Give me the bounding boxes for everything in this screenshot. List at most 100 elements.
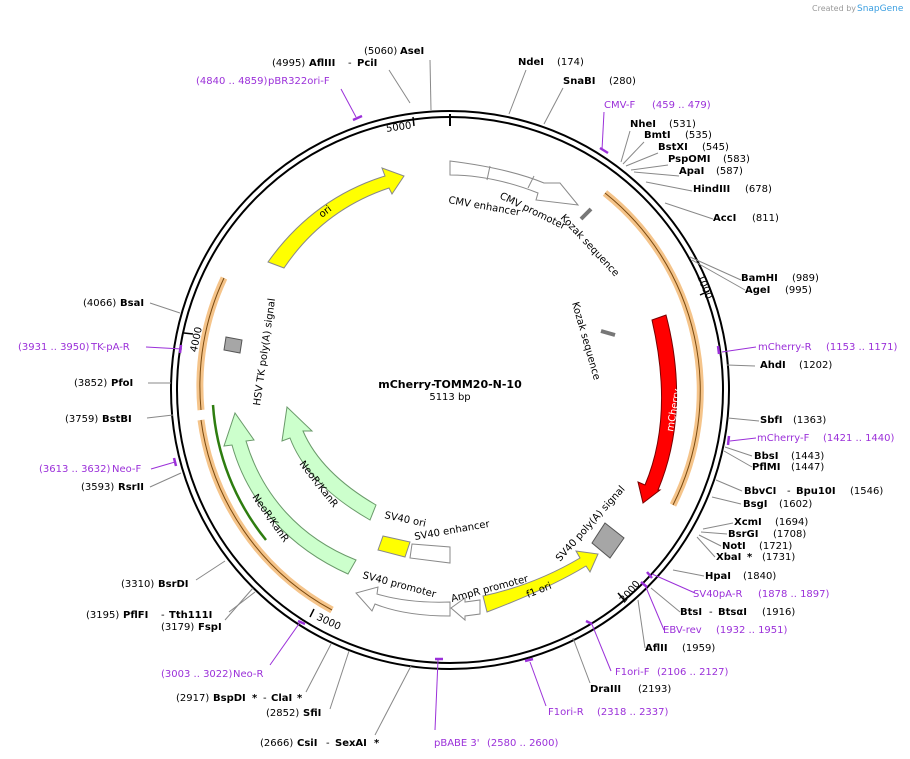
site-pos-bstxi: (545): [702, 142, 729, 153]
site-pos-agei: (995): [785, 285, 812, 296]
site-pos-bsgi: (1602): [779, 499, 812, 510]
site-star-bspdi: *: [252, 693, 258, 704]
site-name-draiii[interactable]: DraIII: [590, 684, 621, 695]
primer-range-ebv-rev: (1932 .. 1951): [716, 625, 788, 636]
site-name-nhei[interactable]: NheI: [630, 119, 656, 130]
site-name-bstbi[interactable]: BstBI: [102, 414, 132, 425]
site-name-noti[interactable]: NotI: [722, 541, 746, 552]
primer-range-neo-r: (3003 .. 3022): [161, 669, 233, 680]
hsv-tk-box: [223, 336, 243, 354]
site-name-pflfi[interactable]: PflFI: [123, 610, 148, 621]
snapgene-logo: SnapGene: [857, 4, 904, 14]
site-pos-asei: (5060): [364, 46, 397, 57]
site-name-hpai[interactable]: HpaI: [705, 571, 731, 582]
site-name-pfoi[interactable]: PfoI: [111, 378, 133, 389]
primer-range-sv40pa-r: (1878 .. 1897): [758, 589, 830, 600]
site-pos-hindiii: (678): [745, 184, 772, 195]
primer-name-ebv-rev[interactable]: EBV-rev: [663, 625, 702, 636]
ori-arrow: [267, 167, 405, 269]
site-name-rsrii[interactable]: RsrII: [118, 482, 144, 493]
site-name-afliii[interactable]: AflIII: [309, 58, 335, 69]
site-name-pflmi[interactable]: PflMI: [752, 462, 780, 473]
site-pos-nhei: (531): [669, 119, 696, 130]
site-name-xbai[interactable]: XbaI: [716, 552, 741, 563]
site-name-sexai[interactable]: SexAI: [335, 738, 367, 749]
cmv-divider-2: [527, 175, 535, 189]
primer-name-tk-pa-r[interactable]: TK-pA-R: [90, 342, 130, 353]
created-by-text: Created by: [812, 4, 856, 13]
site-pos-snabi: (280): [609, 76, 636, 87]
site-name-bsai[interactable]: BsaI: [120, 298, 144, 309]
ring-tick-2000: [617, 592, 625, 601]
site-name-snabi[interactable]: SnaBI: [563, 76, 595, 87]
site-name-acci[interactable]: AccI: [713, 213, 736, 224]
site-pos-csii: (2666): [260, 738, 293, 749]
site-name-btsi[interactable]: BtsI: [680, 607, 702, 618]
plasmid-size: 5113 bp: [429, 392, 470, 403]
primer-name-pbabe3[interactable]: pBABE 3': [434, 738, 480, 749]
primer-name-neo-f[interactable]: Neo-F: [112, 464, 142, 475]
kozak-2-label: Kozak sequence: [569, 301, 602, 382]
sv40-polya-box: [591, 522, 625, 559]
primer-name-neo-r[interactable]: Neo-R: [233, 669, 264, 680]
site-name-aflii[interactable]: AflII: [645, 643, 668, 654]
site-name-bamhi[interactable]: BamHI: [741, 273, 778, 284]
primer-name-pbr322ori-f[interactable]: pBR322ori-F: [268, 76, 330, 87]
site-name-bstxi[interactable]: BstXI: [658, 142, 688, 153]
neo-green-line: [211, 404, 267, 541]
site-pos-btsi: (1916): [762, 607, 795, 618]
site-pos-fspi: (3179): [161, 622, 194, 633]
primer-name-sv40pa-r[interactable]: SV40pA-R: [693, 589, 742, 600]
ring-tick-label-1000: 1000: [694, 273, 714, 301]
site-name-bbvci[interactable]: BbvCI: [744, 486, 776, 497]
site-name-ndei[interactable]: NdeI: [518, 57, 544, 68]
site-name-btsai[interactable]: BtsαI: [718, 607, 747, 618]
site-pos-bsrgi: (1708): [773, 529, 806, 540]
site-name-clai[interactable]: ClaI: [271, 693, 292, 704]
primer-name-cmv-f[interactable]: CMV-F: [604, 100, 635, 111]
primer-name-f1ori-r[interactable]: F1ori-R: [548, 707, 584, 718]
site-name-bbsi[interactable]: BbsI: [754, 451, 778, 462]
site-name-bsgi[interactable]: BsgI: [743, 499, 767, 510]
site-pos-rsrii: (3593): [81, 482, 114, 493]
ring-tick-5000: [412, 116, 415, 127]
site-name-bsrgi[interactable]: BsrGI: [728, 529, 758, 540]
site-name-bspdi[interactable]: BspDI: [213, 693, 246, 704]
site-name-sfii[interactable]: SfiI: [303, 708, 321, 719]
site-pos-pflmi: (1447): [791, 462, 824, 473]
site-name-fspi[interactable]: FspI: [198, 622, 222, 633]
neo-inner-arrow: [281, 405, 377, 521]
site-name-xcmi[interactable]: XcmI: [734, 517, 762, 528]
primer-name-mcherry-r[interactable]: mCherry-R: [758, 342, 812, 353]
site-name-csii[interactable]: CsiI: [297, 738, 317, 749]
site-name-pspomi[interactable]: PspOMI: [668, 154, 710, 165]
site-name-agei[interactable]: AgeI: [745, 285, 770, 296]
site-name-bpu10i[interactable]: Bpu10I: [796, 486, 836, 497]
site-name-pcii[interactable]: PciI: [357, 58, 377, 69]
site-name-bsrdi[interactable]: BsrDI: [158, 579, 189, 590]
site-dash-csii: -: [326, 738, 330, 749]
site-name-sbfi[interactable]: SbfI: [760, 415, 782, 426]
primer-name-f1ori-f[interactable]: F1ori-F: [615, 667, 650, 678]
site-name-apai[interactable]: ApaI: [679, 166, 704, 177]
site-star-sexai: *: [374, 738, 380, 749]
site-pos-bsrdi: (3310): [121, 579, 154, 590]
site-pos-bbvci: (1546): [850, 486, 883, 497]
site-name-asei[interactable]: AseI: [400, 46, 424, 57]
sv40-ori-box: [377, 535, 411, 558]
site-name-ahdi[interactable]: AhdI: [760, 360, 786, 371]
site-pos-sfii: (2852): [266, 708, 299, 719]
site-name-hindiii[interactable]: HindIII: [693, 184, 730, 195]
site-dash-bbvci: -: [787, 486, 791, 497]
site-name-bmti[interactable]: BmtI: [644, 130, 671, 141]
ring-tick-1000: [699, 290, 710, 296]
plasmid-name: mCherry-TOMM20-N-10: [378, 378, 522, 391]
site-pos-draiii: (2193): [638, 684, 671, 695]
site-dash-pflfi: -: [161, 610, 165, 621]
primer-name-mcherry-f[interactable]: mCherry-F: [757, 433, 810, 444]
site-pos-pfoi: (3852): [74, 378, 107, 389]
site-labels: (5060) AseI (4995) AflIII - PciI NdeI (1…: [65, 46, 883, 749]
site-name-tth111i[interactable]: Tth111I: [169, 610, 212, 621]
ring-tick-label-2000: 2000: [618, 579, 643, 606]
